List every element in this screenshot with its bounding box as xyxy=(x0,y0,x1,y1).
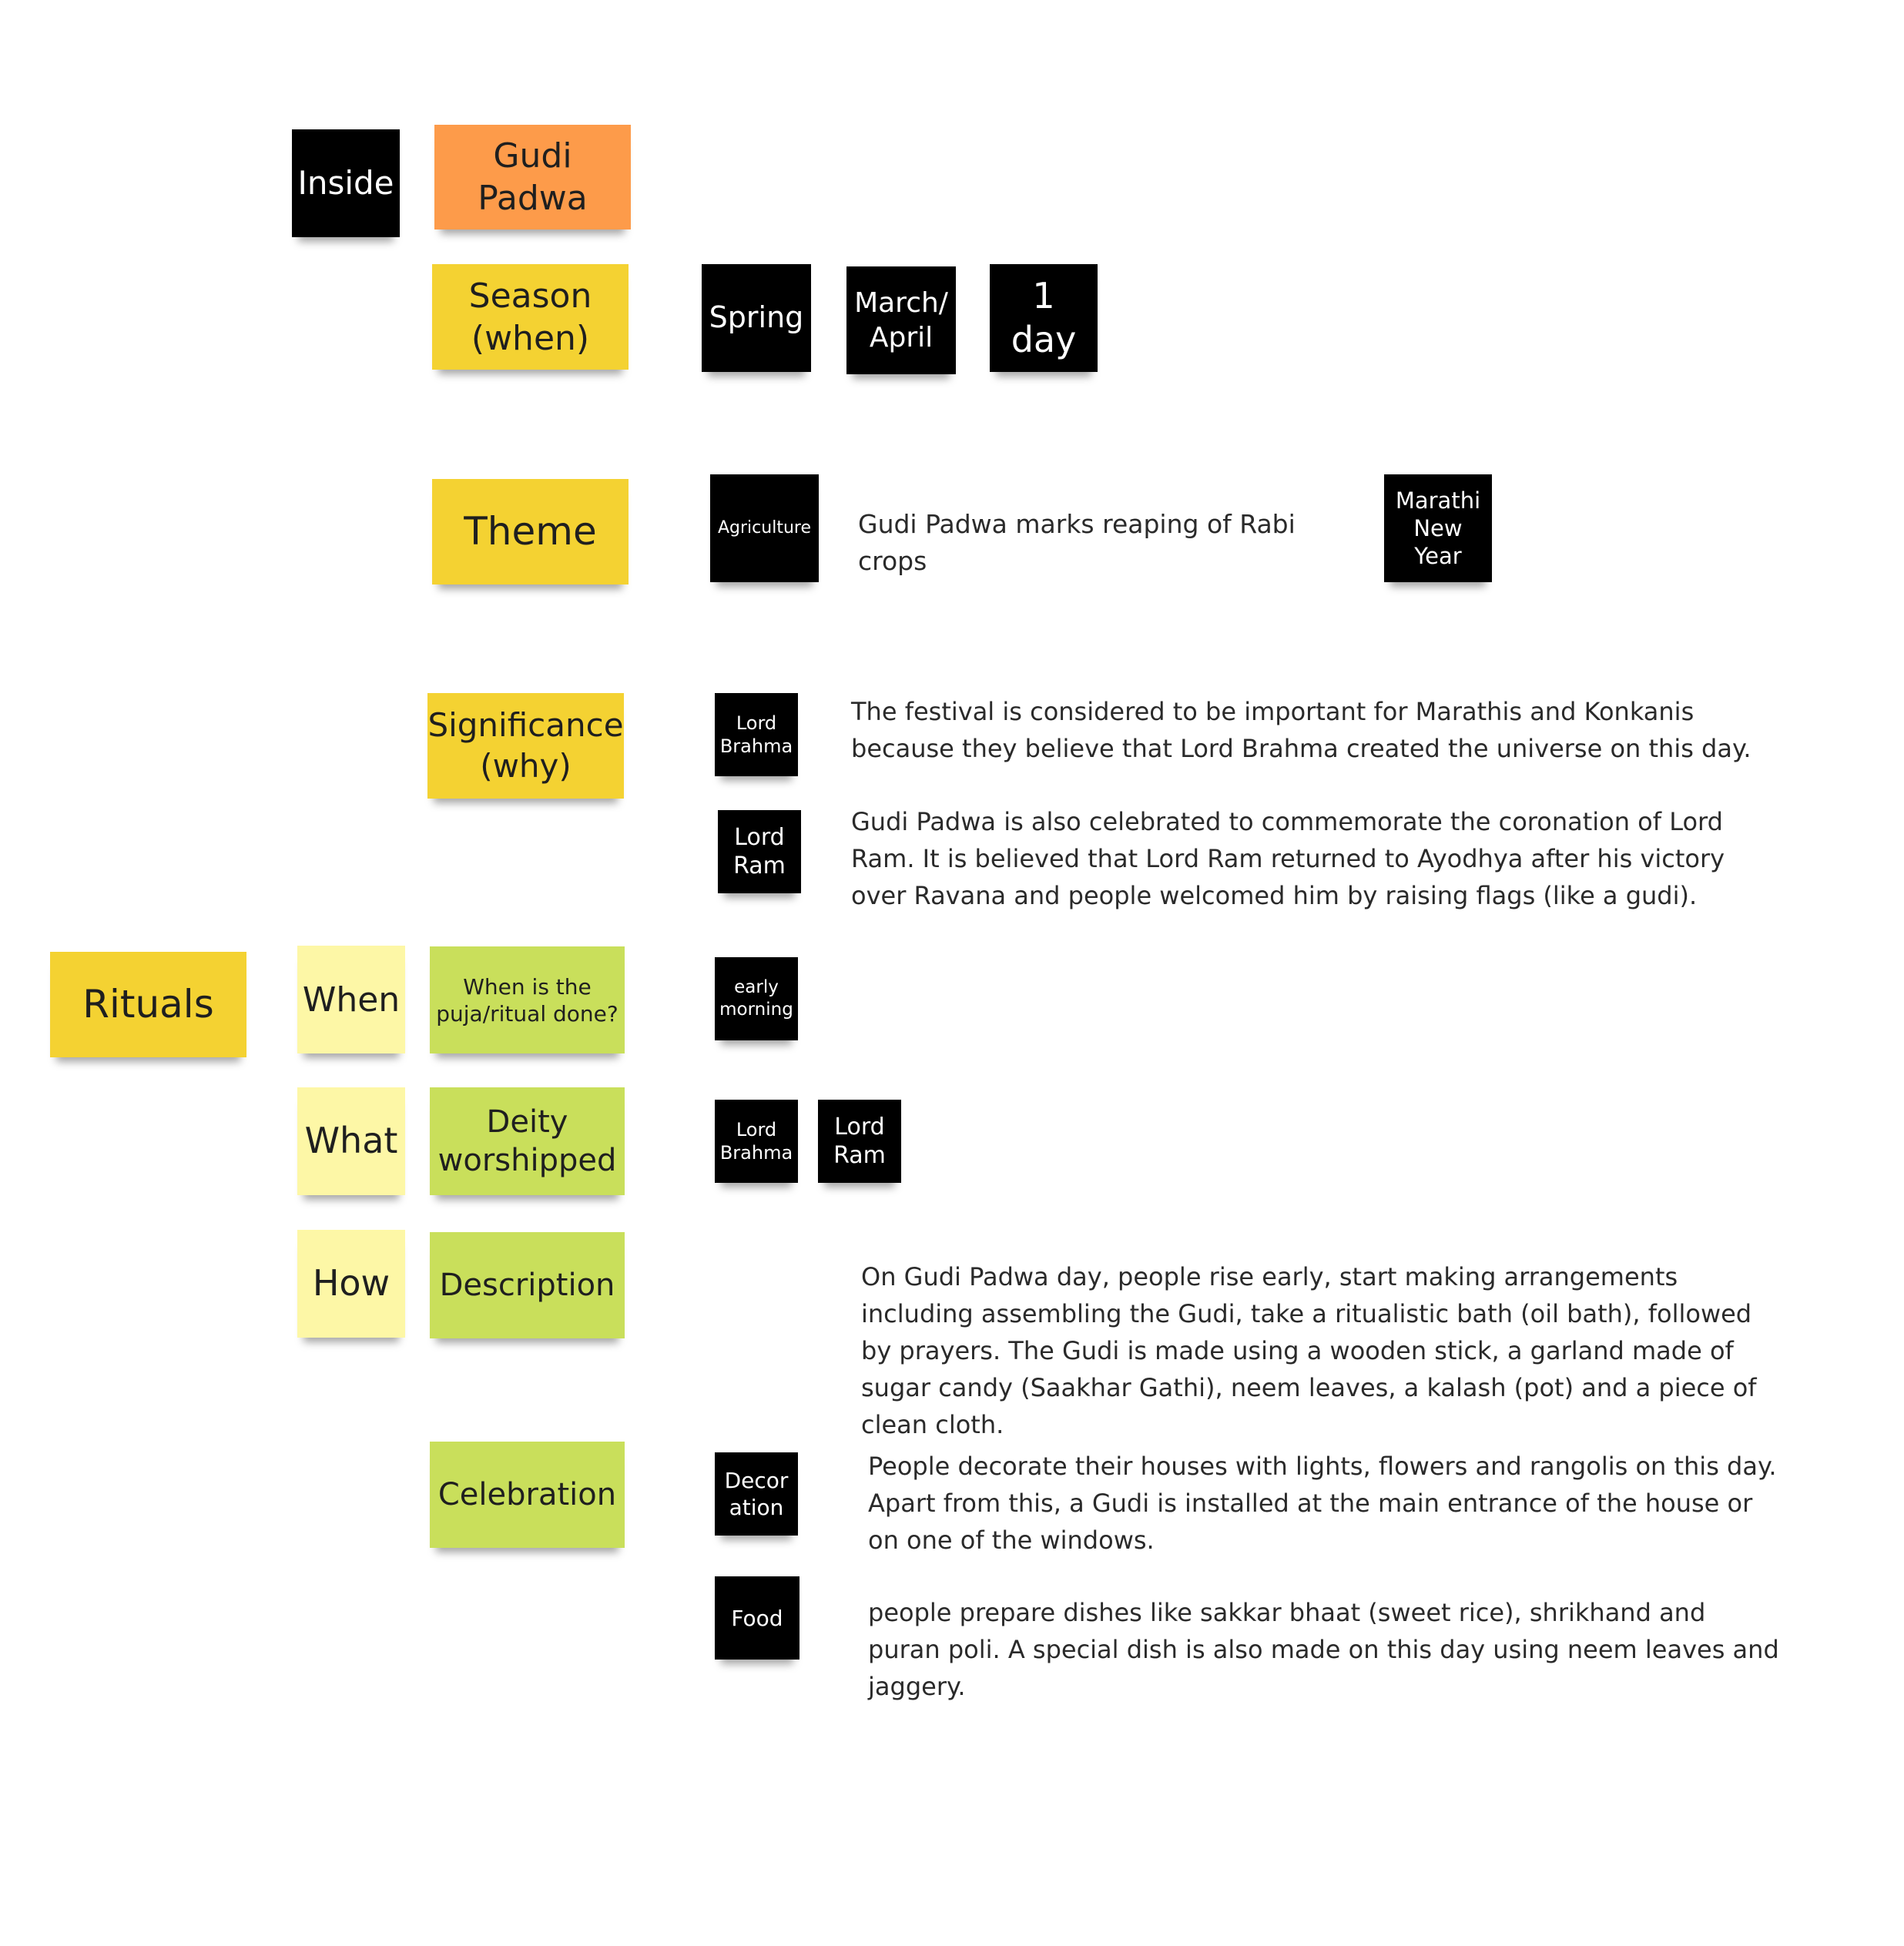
deity-worshipped-note[interactable]: Deity worshipped xyxy=(430,1087,625,1195)
early-morning-label: early morning xyxy=(719,977,793,1020)
when-question-note[interactable]: When is the puja/ritual done? xyxy=(430,946,625,1053)
early-morning-note[interactable]: early morning xyxy=(715,957,798,1040)
month-label: March/ April xyxy=(854,287,948,353)
theme-text: Gudi Padwa marks reaping of Rabi crops xyxy=(858,509,1296,576)
description-note[interactable]: Description xyxy=(430,1232,625,1338)
when-question-label: When is the puja/ritual done? xyxy=(436,973,618,1027)
deity-brahma-label: Lord Brahma xyxy=(719,1119,793,1164)
lord-brahma-note[interactable]: Lord Brahma xyxy=(715,693,798,776)
agriculture-note[interactable]: Agriculture xyxy=(710,474,819,582)
lord-brahma-label: Lord Brahma xyxy=(719,712,793,757)
new-year-note[interactable]: Marathi New Year xyxy=(1384,474,1492,582)
season-note[interactable]: Season (when) xyxy=(432,264,629,370)
significance-note[interactable]: Significance (why) xyxy=(427,693,624,799)
theme-note[interactable]: Theme xyxy=(432,479,629,584)
food-label: Food xyxy=(731,1605,783,1631)
theme-label: Theme xyxy=(464,509,597,554)
festival-title: Gudi Padwa xyxy=(478,136,588,218)
brahma-text: The festival is considered to be importa… xyxy=(851,697,1751,763)
duration-note[interactable]: 1 day xyxy=(990,264,1098,372)
season-label: Season (when) xyxy=(468,276,592,358)
rituals-label: Rituals xyxy=(82,982,214,1027)
significance-label: Significance (why) xyxy=(427,706,624,785)
agriculture-label: Agriculture xyxy=(718,518,811,538)
festival-title-note[interactable]: Gudi Padwa xyxy=(434,125,631,229)
inside-note[interactable]: Inside xyxy=(292,129,400,237)
rituals-note[interactable]: Rituals xyxy=(50,952,246,1057)
spring-label: Spring xyxy=(709,300,804,335)
decoration-text: People decorate their houses with lights… xyxy=(868,1452,1777,1555)
month-note[interactable]: March/ April xyxy=(846,266,956,374)
inside-label: Inside xyxy=(297,163,394,202)
lord-ram-note[interactable]: Lord Ram xyxy=(718,810,801,893)
ram-text: Gudi Padwa is also celebrated to commemo… xyxy=(851,807,1725,910)
celebration-label: Celebration xyxy=(437,1477,617,1512)
how-note[interactable]: How xyxy=(297,1230,405,1338)
new-year-label: Marathi New Year xyxy=(1395,487,1481,570)
deity-worshipped-label: Deity worshipped xyxy=(437,1104,617,1178)
description-text: On Gudi Padwa day, people rise early, st… xyxy=(861,1262,1757,1439)
when-label: When xyxy=(302,980,401,1020)
food-note[interactable]: Food xyxy=(715,1576,799,1660)
duration-label: 1 day xyxy=(1011,274,1077,361)
food-text: people prepare dishes like sakkar bhaat … xyxy=(868,1598,1779,1701)
decoration-label: Decor ation xyxy=(724,1468,789,1520)
how-label: How xyxy=(312,1262,391,1305)
deity-brahma-note[interactable]: Lord Brahma xyxy=(715,1100,798,1183)
what-label: What xyxy=(304,1120,398,1162)
decoration-note[interactable]: Decor ation xyxy=(715,1452,798,1536)
description-label: Description xyxy=(439,1268,615,1303)
deity-ram-label: Lord Ram xyxy=(833,1113,886,1170)
celebration-note[interactable]: Celebration xyxy=(430,1442,625,1548)
what-note[interactable]: What xyxy=(297,1087,405,1195)
deity-ram-note[interactable]: Lord Ram xyxy=(818,1100,901,1183)
spring-note[interactable]: Spring xyxy=(702,264,811,372)
lord-ram-label: Lord Ram xyxy=(733,823,786,880)
when-note[interactable]: When xyxy=(297,946,405,1053)
